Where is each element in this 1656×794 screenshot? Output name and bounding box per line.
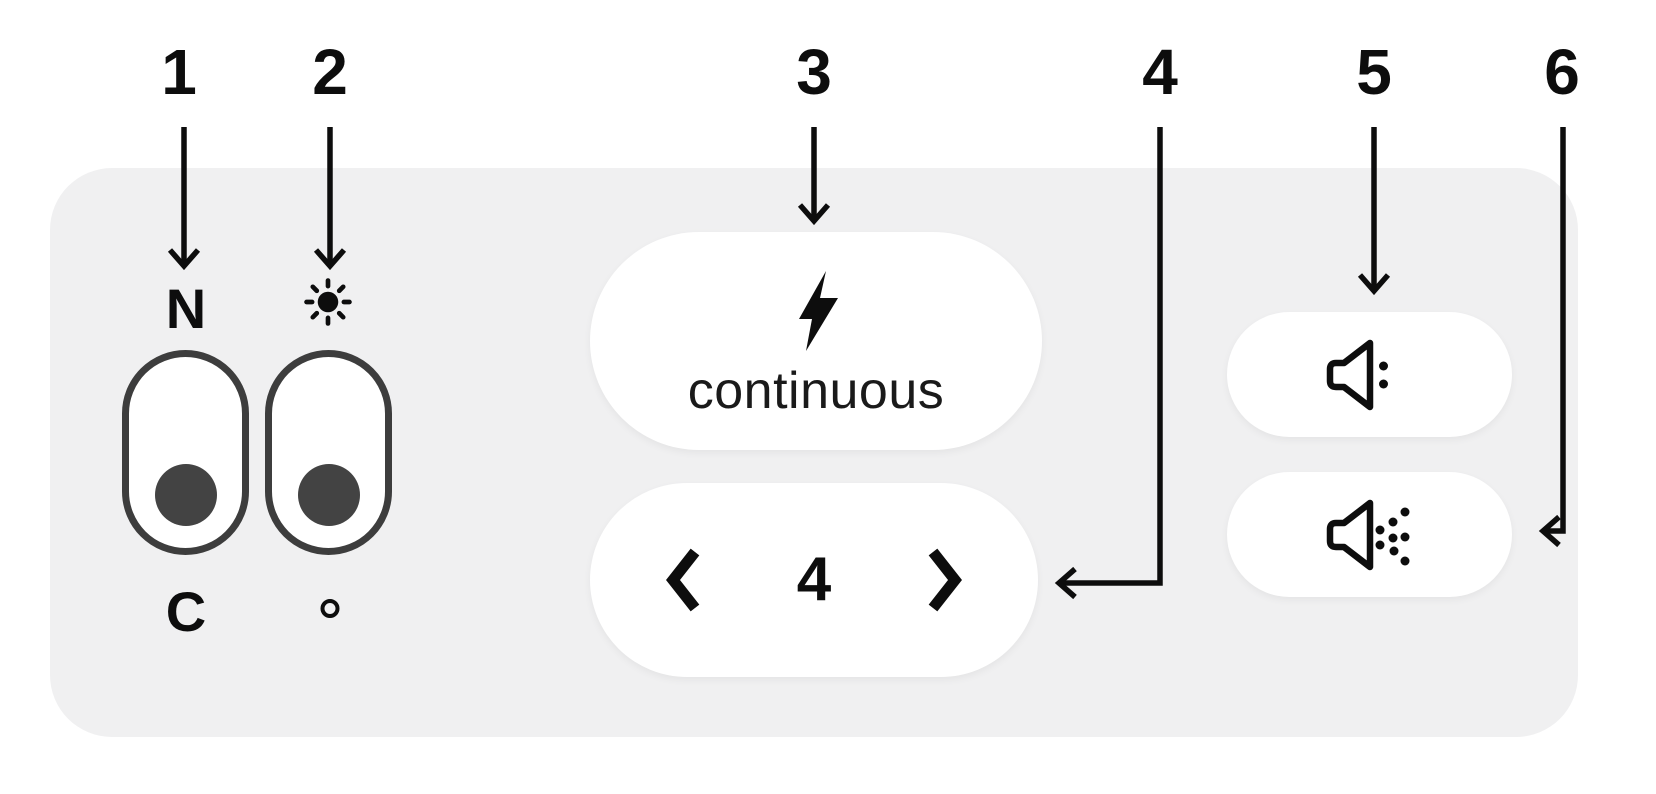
chevron-right-icon xyxy=(928,548,962,612)
annotation-label-4: 4 xyxy=(1142,36,1178,108)
flash-mode-label: continuous xyxy=(687,362,945,421)
value-stepper: 4 xyxy=(590,483,1038,677)
sun-icon xyxy=(300,274,356,330)
sun-toggle[interactable] xyxy=(265,350,392,555)
chevron-left-icon xyxy=(666,548,700,612)
nc-toggle-top-label: N xyxy=(165,277,207,340)
speaker-spray-icon xyxy=(1326,499,1409,570)
stepper-increment-button[interactable] xyxy=(925,546,965,614)
speaker-dots-icon xyxy=(1326,339,1388,410)
nc-toggle-knob xyxy=(154,464,217,526)
annotation-label-3: 3 xyxy=(796,36,832,108)
annotation-label-5: 5 xyxy=(1356,36,1392,108)
sound-button-spray[interactable] xyxy=(1227,472,1512,597)
small-circle-icon xyxy=(320,599,340,618)
nc-toggle-bottom-label: C xyxy=(165,580,207,643)
sound-button-low[interactable] xyxy=(1227,312,1512,437)
stepper-value: 4 xyxy=(796,545,832,614)
annotation-label-2: 2 xyxy=(312,36,348,108)
nc-toggle[interactable] xyxy=(122,350,249,555)
flash-mode-button[interactable]: continuous xyxy=(590,232,1042,450)
control-panel: N C xyxy=(50,168,1578,737)
stepper-decrement-button[interactable] xyxy=(663,546,703,614)
sun-toggle-knob xyxy=(297,464,360,526)
annotation-label-6: 6 xyxy=(1544,36,1580,108)
annotation-label-1: 1 xyxy=(161,36,197,108)
lightning-bolt-icon xyxy=(799,271,838,352)
